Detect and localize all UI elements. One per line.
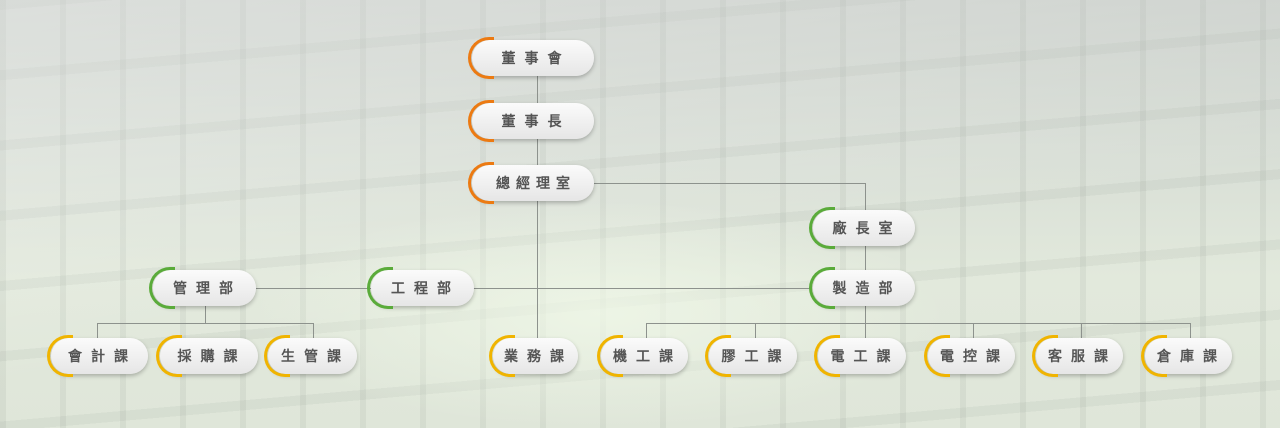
connector — [646, 323, 1191, 324]
connector — [97, 323, 314, 324]
node-chairman: 董事長 — [468, 100, 594, 142]
node-engineering: 工程部 — [367, 267, 474, 309]
connector — [537, 76, 538, 340]
node-purchasing: 採購課 — [156, 335, 258, 377]
connector — [1081, 323, 1082, 339]
connector — [256, 288, 812, 289]
node-plant-manager: 廠長室 — [809, 207, 915, 249]
node-warehouse: 倉庫課 — [1141, 335, 1232, 377]
node-sales: 業務課 — [489, 335, 578, 377]
node-manufacturing: 製造部 — [809, 267, 915, 309]
node-accounting: 會計課 — [47, 335, 148, 377]
node-board: 董事會 — [468, 37, 594, 79]
node-electrical: 電工課 — [814, 335, 906, 377]
node-electrical-control: 電控課 — [924, 335, 1015, 377]
connector — [1190, 323, 1191, 339]
node-gm-office: 總經理室 — [468, 162, 594, 204]
connector — [646, 323, 647, 339]
node-production-control: 生管課 — [264, 335, 357, 377]
connector — [865, 183, 866, 213]
connector — [865, 246, 866, 270]
connector — [973, 323, 974, 339]
connector — [594, 183, 866, 184]
connector — [205, 306, 206, 323]
connector — [97, 323, 98, 339]
node-machining: 機工課 — [597, 335, 688, 377]
connector — [755, 323, 756, 339]
connector — [313, 323, 314, 339]
node-administration: 管理部 — [149, 267, 256, 309]
node-rubber: 膠工課 — [705, 335, 797, 377]
node-customer-service: 客服課 — [1032, 335, 1123, 377]
connector — [865, 306, 866, 338]
